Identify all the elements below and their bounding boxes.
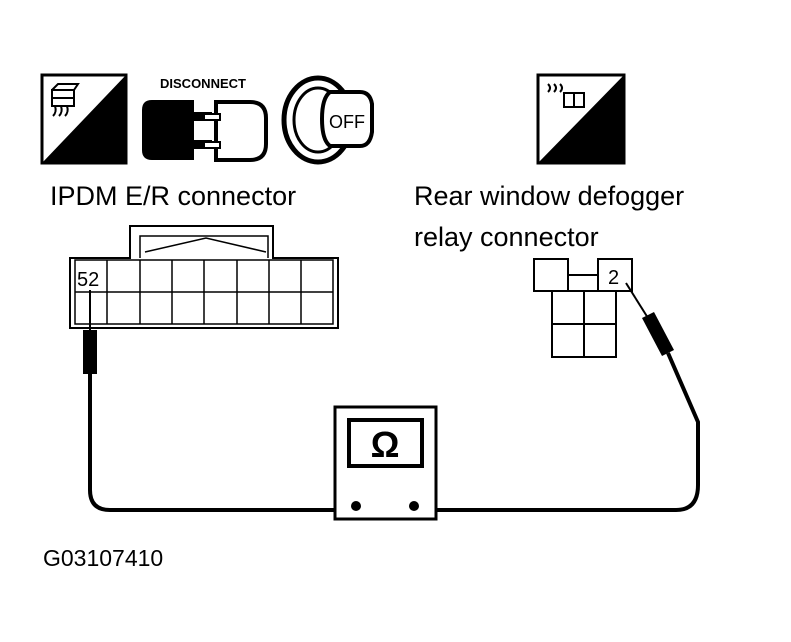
ipdm-connector [69,225,339,329]
hs-badge-label: H.S. [77,139,120,164]
left-test-probe [83,290,97,374]
relay-terminal-label: 2 [608,267,619,289]
terminal-side-icon: T.S. [536,73,626,165]
ohm-symbol: Ω [371,424,400,465]
relay-connector-title-line1: Rear window defogger [414,181,684,211]
harness-side-icon: H.S. [40,73,128,165]
right-test-probe [625,282,674,356]
ohmmeter-icon [333,405,438,521]
ipdm-connector-title: IPDM E/R connector [50,181,296,211]
figure-id: G03107410 [43,545,163,571]
disconnect-label: DISCONNECT [160,76,246,91]
ts-badge-label: T.S. [577,139,615,164]
ignition-off-label: OFF [329,112,365,132]
relay-connector [533,258,633,358]
ipdm-terminal-label: 52 [77,269,99,291]
connector-disconnect-icon: DISCONNECT [142,76,268,162]
right-test-wire [418,352,700,512]
relay-connector-title-line2: relay connector [414,222,599,252]
left-test-wire [88,374,352,512]
ignition-key-off-icon: OFF [281,75,374,165]
